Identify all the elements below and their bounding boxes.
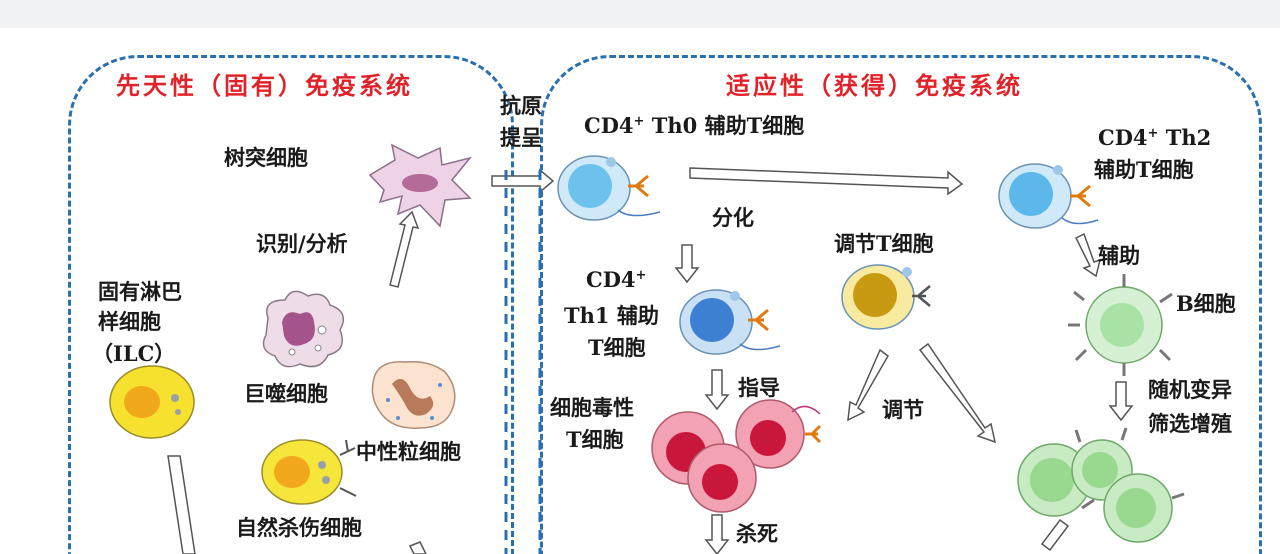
mutation-label-2: 筛选增殖: [1148, 411, 1232, 436]
kill-label: 杀死: [736, 521, 778, 546]
innate-frame: [68, 55, 514, 554]
th2-label-1: CD4+ Th2: [1098, 125, 1212, 150]
cytotoxic-label-2: T细胞: [566, 427, 624, 452]
bridge-dashes: [504, 170, 542, 554]
antigen-label-1: 抗原: [500, 93, 542, 118]
th1-sup: +: [635, 268, 647, 283]
th2-label-2: 辅助T细胞: [1094, 157, 1194, 182]
cytotoxic-label-1: 细胞毒性: [550, 395, 634, 420]
th1-label-1: CD4+: [586, 267, 647, 292]
th0-sup: +: [633, 114, 645, 129]
neutrophil-shape: [371, 360, 456, 429]
dendritic-cell-shape: [368, 143, 473, 228]
ilc-label-3: （ILC）: [92, 341, 176, 366]
ilc-label-1: 固有淋巴: [98, 279, 182, 304]
th0-cd4: CD4: [584, 113, 634, 138]
treg-cell-shape: [841, 264, 931, 330]
ilc-cell-shape: [109, 365, 195, 439]
guide-label: 指导: [738, 375, 780, 400]
macrophage-label: 巨噬细胞: [244, 381, 328, 406]
nk-label: 自然杀伤细胞: [236, 515, 362, 540]
top-band: [0, 0, 1280, 28]
antigen-label-2: 提呈: [500, 125, 542, 150]
treg-label: 调节T细胞: [834, 231, 934, 256]
th0-cell-shape: [557, 155, 661, 221]
th1-label-3: T细胞: [588, 335, 646, 360]
th1-label-2: Th1 辅助: [564, 303, 659, 328]
macrophage-shape: [262, 290, 345, 368]
nk-cell-shape: [261, 439, 357, 505]
th1-cell-shape: [679, 289, 781, 355]
regulate-label: 调节: [882, 397, 924, 422]
th2-rest: Th2: [1158, 125, 1212, 150]
differentiate-label: 分化: [712, 205, 754, 230]
innate-title: 先天性（固有）免疫系统: [116, 71, 413, 100]
adaptive-title: 适应性（获得）免疫系统: [726, 71, 1023, 100]
proliferating-b-cells-shape: [1017, 427, 1185, 543]
neutrophil-label: 中性粒细胞: [356, 439, 461, 464]
assist-label: 辅助: [1098, 243, 1140, 268]
bcell-label: B细胞: [1176, 291, 1236, 316]
th2-cd4: CD4: [1098, 125, 1148, 150]
recognize-label: 识别/分析: [256, 231, 348, 256]
flow-arrows: [167, 167, 1134, 554]
th0-rest: Th0 辅助T细胞: [644, 113, 805, 138]
dendritic-label: 树突细胞: [224, 145, 308, 170]
th1-cd4: CD4: [586, 267, 636, 292]
th2-cell-shape: [998, 163, 1099, 229]
th2-sup: +: [1147, 126, 1159, 141]
mutation-label-1: 随机变异: [1148, 377, 1232, 402]
th0-label: CD4+ Th0 辅助T细胞: [584, 113, 805, 138]
b-cell-shape: [1068, 274, 1173, 376]
cytotoxic-cells-shape: [651, 399, 822, 513]
ilc-label-2: 样细胞: [98, 309, 161, 334]
